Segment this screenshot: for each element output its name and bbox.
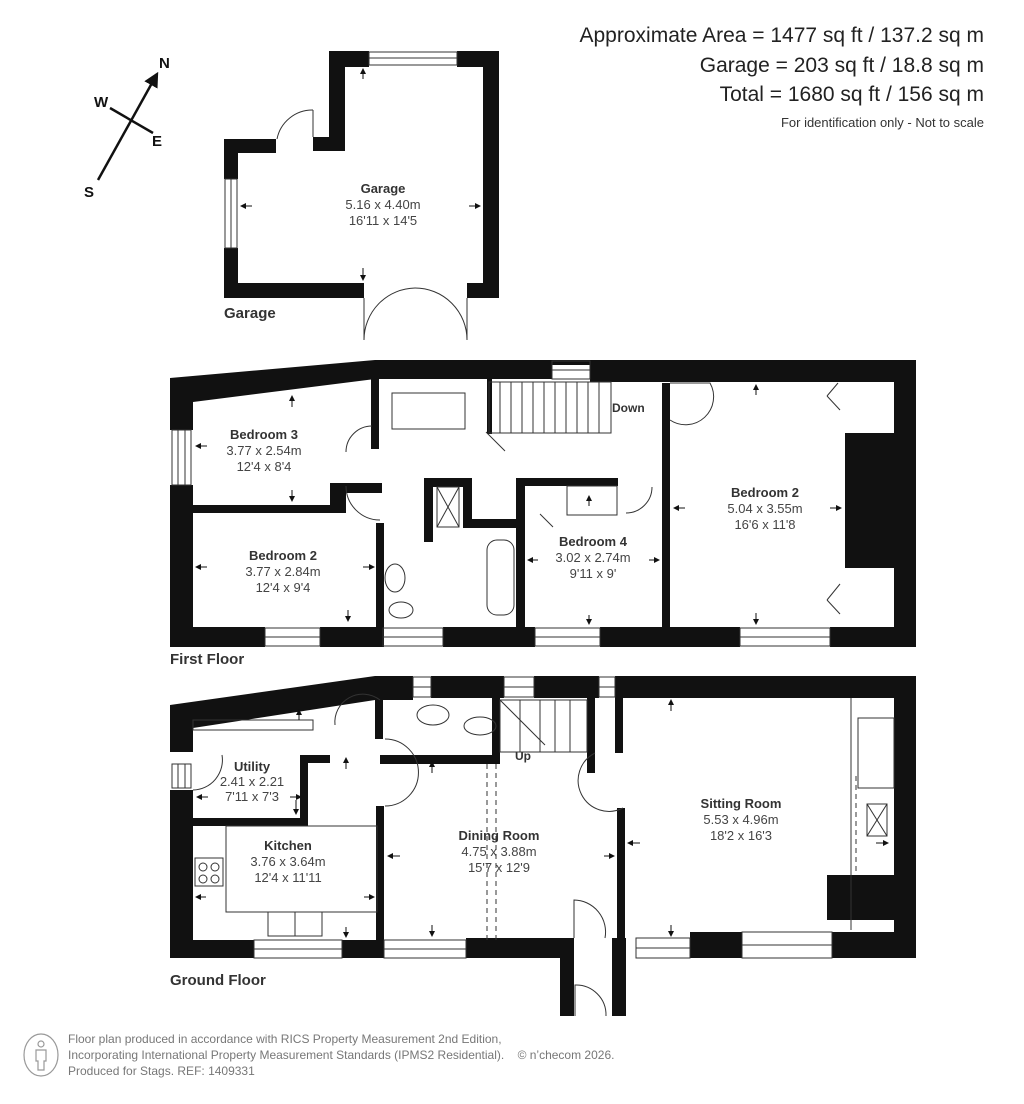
person-icon: [23, 1033, 59, 1077]
room-imperial-bedroom-4: 9'11 x 9': [570, 566, 617, 581]
floor-label-garage: Garage: [224, 305, 276, 322]
room-metric-kitchen: 3.76 x 3.64m: [250, 854, 325, 869]
ground-floor-fixtures: [171, 676, 895, 1017]
room-metric-bedroom-4: 3.02 x 2.74m: [555, 550, 630, 565]
room-name-kitchen: Kitchen: [264, 838, 312, 853]
room-imperial-kitchen: 12'4 x 11'11: [254, 870, 321, 885]
room-name-bedroom-3: Bedroom 3: [230, 427, 298, 442]
room-name-utility: Utility: [234, 759, 271, 774]
compass-w-label: W: [94, 94, 109, 111]
garage-measure-arrows: [240, 68, 481, 281]
room-metric-bedroom-2-west: 3.77 x 2.84m: [245, 564, 320, 579]
footer-line-3: Produced for Stags. REF: 1409331: [68, 1064, 255, 1078]
compass-s-label: S: [84, 184, 94, 201]
room-name-sitting-room: Sitting Room: [701, 796, 782, 811]
room-imperial-sitting-room: 18'2 x 16'3: [710, 828, 772, 843]
room-metric-dining-room: 4.75 x 3.88m: [461, 844, 536, 859]
first-floor-walls: [170, 360, 916, 647]
stairs-down-label: Down: [612, 401, 645, 415]
room-name-bedroom-2-west: Bedroom 2: [249, 548, 317, 563]
total-area-text: Total = 1680 sq ft / 156 sq m: [719, 83, 984, 106]
room-metric-bedroom-2-east: 5.04 x 3.55m: [727, 501, 802, 516]
first-floor-fixtures: [171, 360, 841, 647]
garage-plan: [224, 51, 499, 298]
compass-icon: N W E S: [84, 55, 170, 201]
first-floor-measure-arrows: [195, 384, 842, 625]
footer-line-2: Incorporating International Property Mea…: [68, 1047, 614, 1063]
room-imperial-utility: 7'11 x 7'3: [225, 789, 279, 804]
room-imperial-bedroom-2-west: 12'4 x 9'4: [256, 580, 311, 595]
room-imperial-bedroom-2-east: 16'6 x 11'8: [734, 517, 795, 532]
footer-text: Floor plan produced in accordance with R…: [68, 1031, 614, 1079]
room-imperial-bedroom-3: 12'4 x 8'4: [237, 459, 292, 474]
floor-label-first-floor: First Floor: [170, 651, 245, 668]
footer-line-2-text: Incorporating International Property Mea…: [68, 1048, 505, 1062]
floor-label-ground-floor: Ground Floor: [170, 972, 266, 989]
footer-copyright: © n’checom 2026.: [517, 1048, 615, 1062]
room-name-dining-room: Dining Room: [459, 828, 540, 843]
garage-fixtures: [224, 51, 468, 341]
room-imperial-garage: 16'11 x 14'5: [349, 213, 417, 228]
compass-e-label: E: [152, 133, 162, 150]
ground-floor-walls: [170, 676, 916, 1016]
approximate-area-text: Approximate Area = 1477 sq ft / 137.2 sq…: [579, 24, 985, 47]
footer-line-1: Floor plan produced in accordance with R…: [68, 1032, 502, 1046]
room-name-bedroom-4: Bedroom 4: [559, 534, 628, 549]
room-metric-sitting-room: 5.53 x 4.96m: [703, 812, 778, 827]
room-metric-utility: 2.41 x 2.21: [220, 774, 284, 789]
compass-n-label: N: [159, 55, 170, 72]
room-imperial-dining-room: 15'7 x 12'9: [468, 860, 530, 875]
room-metric-garage: 5.16 x 4.40m: [345, 197, 420, 212]
garage-area-text: Garage = 203 sq ft / 18.8 sq m: [699, 54, 984, 77]
disclaimer-text: For identification only - Not to scale: [780, 115, 984, 130]
stairs-up-label: Up: [515, 749, 531, 763]
room-name-bedroom-2-east: Bedroom 2: [731, 485, 799, 500]
ground-floor-measure-arrows: [195, 699, 889, 938]
room-metric-bedroom-3: 3.77 x 2.54m: [226, 443, 301, 458]
room-name-garage: Garage: [361, 181, 406, 196]
